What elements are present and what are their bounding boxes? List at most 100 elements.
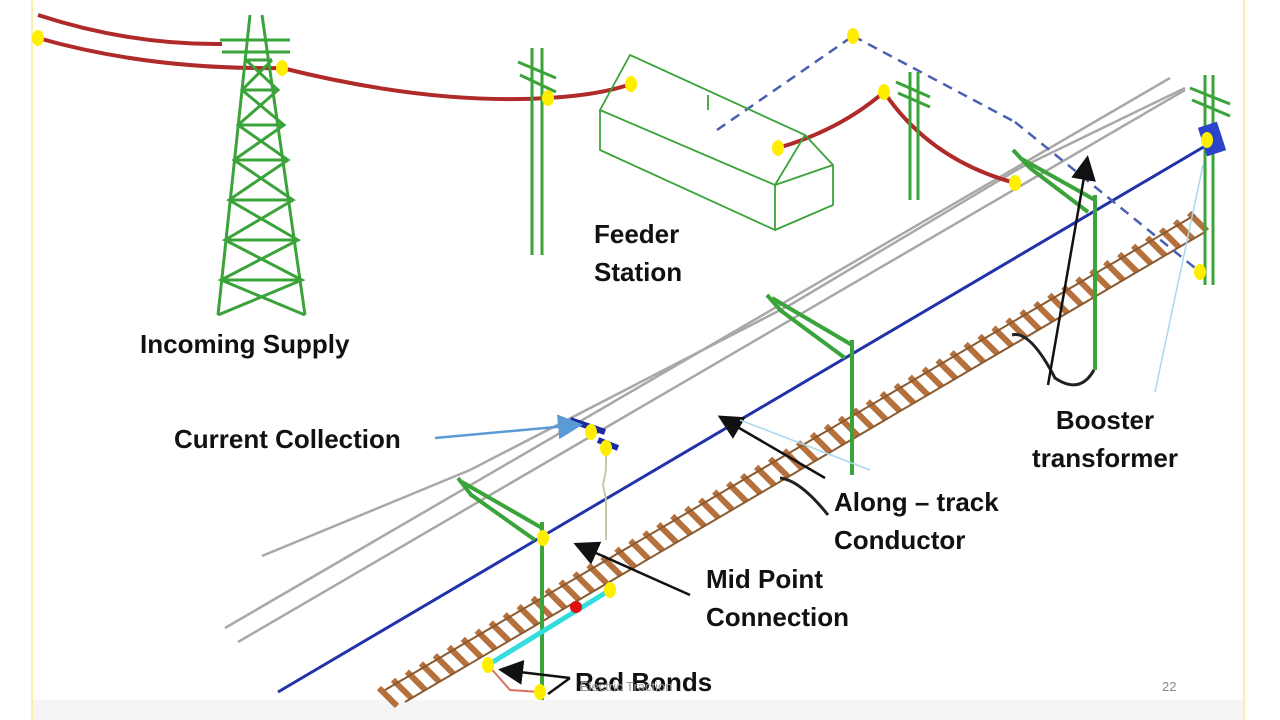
booster-cable [1011,333,1096,387]
sleeper [432,653,455,676]
sleeper [670,513,693,537]
sleeper [404,669,428,692]
connection-marker [1009,175,1021,191]
sleeper [977,333,1000,356]
sleeper [907,374,930,397]
sleeper [656,522,679,545]
cantilever-masts [456,148,1097,700]
sleeper [1131,243,1154,266]
current-collection-arrow [434,414,583,440]
connection-marker [537,530,549,546]
track-feed-cable [779,476,830,516]
connection-marker [604,582,616,598]
incoming-supply-lines [37,13,1016,185]
sleeper [753,464,777,488]
sleeper [460,636,483,659]
sleeper [935,358,958,381]
label-along-track-line1: Along – track [834,487,999,517]
slide-frame-right [1243,0,1245,720]
sleeper [698,497,721,520]
sleeper [418,661,442,684]
sleeper [1075,276,1098,299]
catenary-wires [224,76,1186,644]
connection-marker [625,76,637,92]
connection-marker [878,84,890,100]
sleeper [516,603,539,627]
connection-marker [32,30,44,46]
sleeper [726,481,749,504]
sleeper [1117,251,1140,275]
sleeper [1061,284,1084,307]
sleeper [851,407,874,430]
sleeper [390,677,414,700]
label-incoming-supply: Incoming Supply [140,329,350,359]
sleeper [1158,227,1182,250]
label-along-track-line2: Conductor [834,525,966,555]
sleeper [1033,300,1056,324]
sleeper [544,587,567,610]
connection-marker [585,424,597,440]
sleeper [586,563,609,586]
sleeper [376,685,400,709]
sleeper [502,612,525,635]
sleeper [767,456,791,479]
light-pointer-lines [739,164,1204,471]
sleeper [837,415,860,438]
sleeper [949,350,972,373]
sleeper [1019,309,1042,332]
red-bonds-arrow [498,659,571,685]
sleeper [865,399,888,422]
label-booster-line1: Booster [1055,405,1155,435]
bond-red-marker [570,601,582,613]
mid-point-bond [486,587,612,668]
sleeper [879,391,902,414]
mid-point-arrow [573,541,691,597]
connection-marker [1194,264,1206,280]
connection-markers [32,28,1213,700]
connection-marker [847,28,859,44]
sleeper [921,366,944,389]
sleeper [739,472,763,496]
sleeper [1047,292,1070,316]
sleeper [963,341,986,365]
label-mid-point-line1: Mid Point [706,564,823,594]
sleeper [446,644,469,668]
dashed-connections [716,34,1201,273]
connection-marker [542,90,554,106]
sleeper [474,628,497,651]
sleeper [893,382,916,406]
connection-marker [276,60,288,76]
footer-text: Electric Traction [580,679,673,694]
along-track-arrow [717,415,826,480]
sleeper [684,505,707,528]
sleeper [558,579,581,602]
sleeper [488,620,511,643]
feeder-station-building [598,53,834,232]
connection-marker [600,440,612,456]
sleeper [1103,260,1126,283]
connection-marker [534,684,546,700]
sleeper [712,489,735,512]
slide-frame-left [31,0,33,720]
red-bonds-arrow-2 [547,676,571,696]
sleeper [572,571,595,594]
booster-arrow [1046,155,1096,386]
supply-poles [517,48,1231,285]
connection-marker [772,140,784,156]
sleeper [642,530,665,553]
label-red-bonds: Red Bonds [575,667,713,697]
label-feeder-station-line1: Feeder [594,219,680,249]
label-feeder-station-line2: Station [594,257,683,287]
transmission-pylon [216,14,307,317]
connection-marker [1201,132,1213,148]
footer-band [33,700,1243,720]
label-mid-point-line2: Connection [706,602,849,632]
red-bond-lead [487,664,541,693]
label-booster-line2: transformer [1032,443,1178,473]
connection-marker [482,657,494,673]
page-number: 22 [1162,679,1177,694]
sleeper [628,538,651,561]
sleeper [991,325,1014,348]
